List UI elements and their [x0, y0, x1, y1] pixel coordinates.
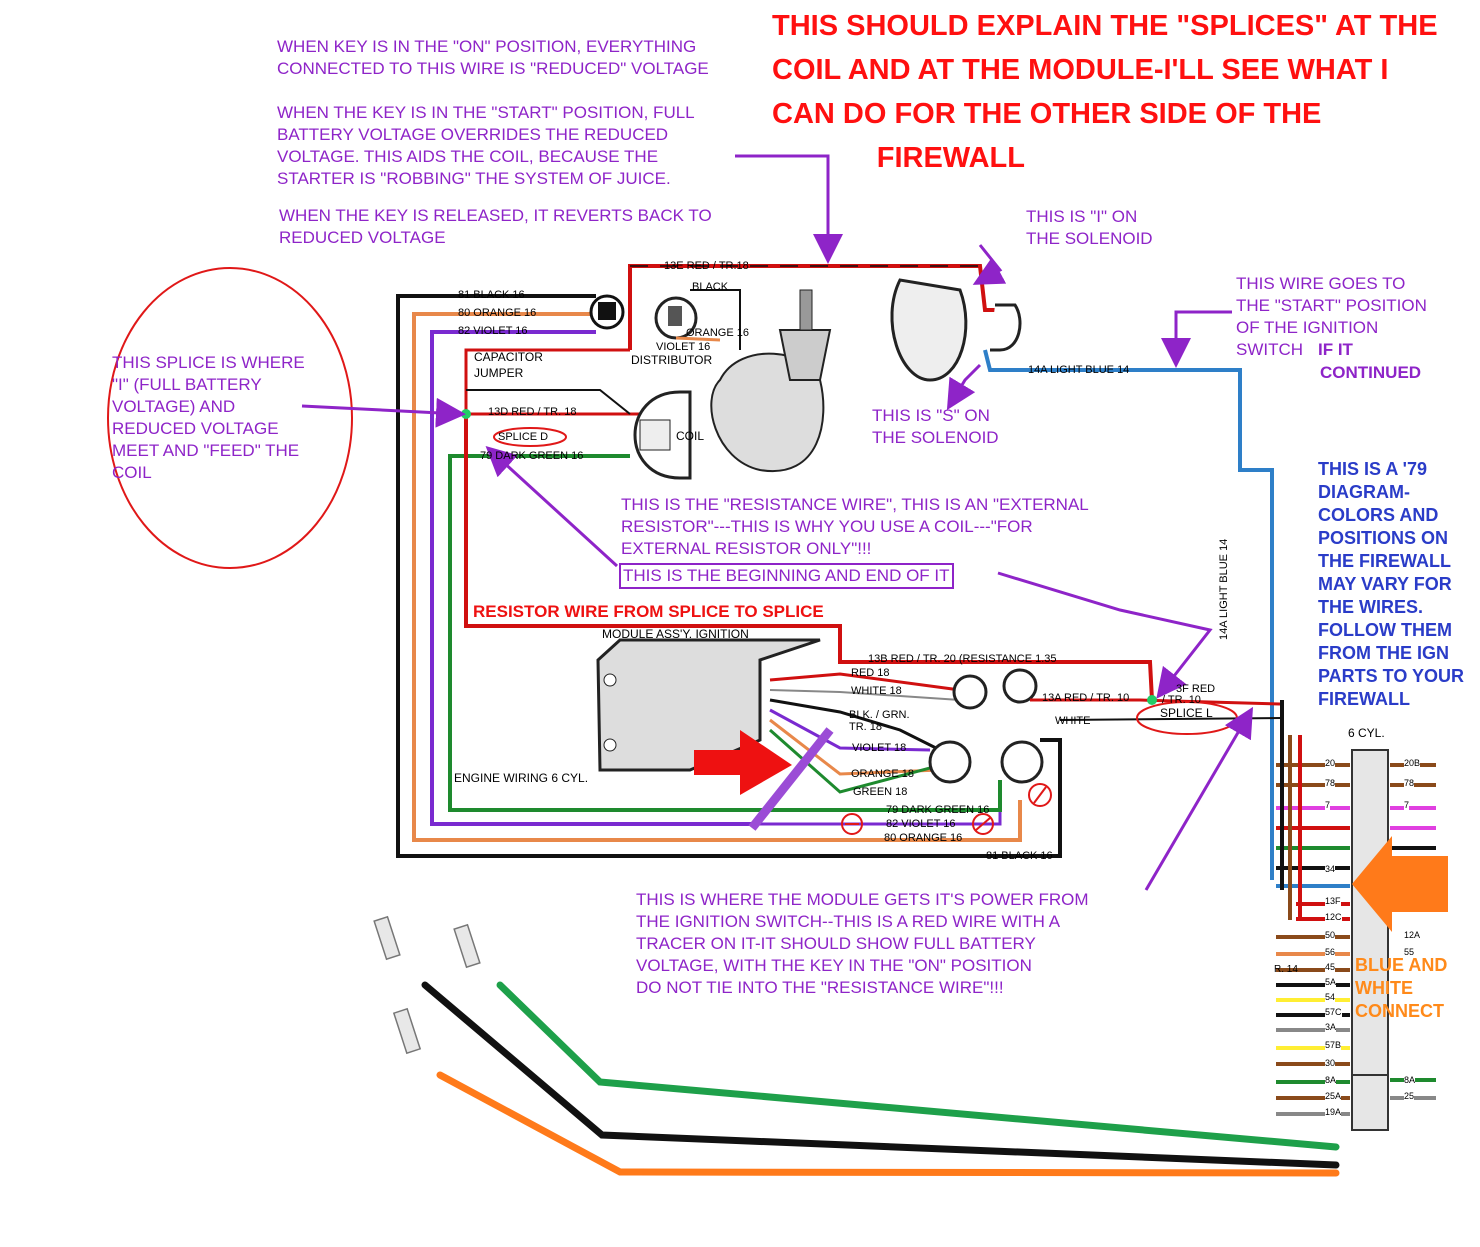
- ignition-module-icon: [596, 638, 821, 772]
- no-tie-icon: [841, 783, 1052, 835]
- firewall-pin-label: 13F: [1325, 896, 1341, 906]
- wire-82-violet: [430, 330, 752, 826]
- firewall-pin-label: 45: [1325, 962, 1336, 972]
- firewall-pin-label-right: 8A: [1404, 1075, 1416, 1085]
- firewall-pin-label: 30: [1325, 1058, 1336, 1068]
- splice-highlight-ellipse: [107, 267, 353, 569]
- label-coil: COIL: [676, 429, 705, 443]
- firewall-pin-label: 57B: [1325, 1040, 1342, 1050]
- firewall-pin-label: 12C: [1325, 912, 1342, 922]
- firewall-pin-label: 78: [1325, 778, 1336, 788]
- wire-14a-blue: [983, 349, 1274, 880]
- distributor-icon: [654, 289, 832, 473]
- note-continued: CONTINUED: [1320, 363, 1422, 382]
- firewall-pin-label-right: 12A: [1404, 930, 1421, 940]
- label-splice-d: SPLICE D: [498, 431, 549, 443]
- label-red18: RED 18: [851, 667, 890, 679]
- label-orange16: ORANGE 16: [686, 327, 749, 339]
- note-splice-meet: THIS SPLICE IS WHERE "I" (FULL BATTERY V…: [112, 353, 305, 482]
- splice-d-marker: [493, 427, 567, 447]
- firewall-pin-label: 34: [1325, 864, 1336, 874]
- label-81-black: 81 BLACK 16: [458, 289, 525, 301]
- wire-80-orange: [412, 312, 1022, 842]
- label-6cyl: 6 CYL.: [1348, 726, 1385, 740]
- firewall-pin-label: 8A: [1325, 1075, 1337, 1085]
- label-13a: 13A RED / TR. 10: [1042, 692, 1130, 704]
- note-s-solenoid: THIS IS "S" ON THE SOLENOID: [872, 406, 999, 447]
- label-82-violet: 82 VIOLET 16: [458, 325, 528, 337]
- firewall-pin-label-right: 20B: [1404, 758, 1421, 768]
- firewall-pin-label: 5A: [1325, 977, 1337, 987]
- firewall-pin-label-right: 55: [1404, 947, 1415, 957]
- label-14a-vertical: 14A LIGHT BLUE 14: [1218, 538, 1230, 640]
- bottom-wires: [421, 981, 1340, 1177]
- note-module-power: THIS IS WHERE THE MODULE GETS IT'S POWER…: [636, 890, 1089, 997]
- note-start-position: WHEN THE KEY IS IN THE "START" POSITION,…: [277, 103, 695, 188]
- label-module: MODULE ASS'Y. IGNITION: [602, 627, 749, 641]
- label-3f: 3F RED: [1176, 683, 1216, 695]
- note-on-position: WHEN KEY IS IN THE "ON" POSITION, EVERYT…: [277, 37, 709, 78]
- firewall-pin-label: 3A: [1325, 1022, 1337, 1032]
- label-white18: WHITE 18: [851, 685, 902, 697]
- firewall-pin-label: 20: [1325, 758, 1336, 768]
- note-start-wire: THIS WIRE GOES TO THE "START" POSITION O…: [1236, 274, 1427, 359]
- firewall-pin-label: 57C: [1325, 1007, 1342, 1017]
- note-resistor-splice: RESISTOR WIRE FROM SPLICE TO SPLICE: [473, 602, 824, 621]
- firewall-pin-label: 19A: [1325, 1107, 1342, 1117]
- note-diagram-79: THIS IS A '79 DIAGRAM- COLORS AND POSITI…: [1318, 459, 1465, 709]
- label-black: BLACK: [692, 281, 729, 293]
- solenoid-icon: [890, 278, 1022, 382]
- label-14a: 14A LIGHT BLUE 14: [1028, 364, 1130, 376]
- label-13e: 13E RED / TR.18: [664, 260, 749, 272]
- label-blk-grn: BLK. / GRN.: [849, 709, 910, 721]
- firewall-pin-label-right: 78: [1404, 778, 1415, 788]
- note-i-solenoid: THIS IS "I" ON THE SOLENOID: [1026, 207, 1153, 248]
- label-13b: 13B RED / TR. 20 (RESISTANCE 1.35: [868, 653, 1057, 665]
- label-jumper: JUMPER: [474, 366, 524, 380]
- firewall-pin-label: 56: [1325, 947, 1336, 957]
- note-resistance-wire: THIS IS THE "RESISTANCE WIRE", THIS IS A…: [621, 495, 1089, 558]
- firewall-pin-label: 54: [1325, 992, 1336, 1002]
- label-violet18: VIOLET 18: [852, 742, 907, 754]
- connector-icon: [589, 294, 625, 330]
- firewall-pin-label-right: 7: [1404, 800, 1410, 810]
- note-blue-white: BLUE AND WHITE CONNECT: [1355, 955, 1448, 1021]
- label-white: WHITE: [1055, 715, 1091, 727]
- label-tr14: R. 14: [1274, 964, 1298, 975]
- label-distributor: DISTRIBUTOR: [631, 353, 713, 367]
- label-splice-l: SPLICE L: [1160, 706, 1213, 720]
- firewall-connector: [1351, 749, 1389, 1131]
- label-orange18: ORANGE 18: [851, 768, 914, 780]
- label-80-orange: 80 ORANGE 16: [458, 307, 537, 319]
- firewall-pin-label: 7: [1325, 800, 1331, 810]
- firewall-pin-label-right: 25: [1404, 1091, 1415, 1101]
- wire-13d-red: [464, 414, 1154, 701]
- coil-icon: [633, 390, 692, 480]
- label-capacitor: CAPACITOR: [474, 350, 543, 364]
- note-if-it: IF IT: [1318, 340, 1353, 359]
- firewall-pin-label: 25A: [1325, 1091, 1342, 1101]
- label-tr18: TR. 18: [849, 721, 883, 733]
- label-80-orange-b: 80 ORANGE 16: [884, 832, 963, 844]
- label-engine-wiring: ENGINE WIRING 6 CYL.: [454, 771, 589, 785]
- note-beginning-end: THIS IS THE BEGINNING AND END OF IT: [619, 563, 954, 589]
- label-green18: GREEN 18: [853, 786, 908, 798]
- note-released: WHEN THE KEY IS RELEASED, IT REVERTS BAC…: [279, 206, 712, 247]
- spade-terminal-icon: [373, 915, 481, 1055]
- wire-81-black: [396, 294, 1062, 858]
- firewall-pin-label: 50: [1325, 930, 1336, 940]
- label-tr10: / TR. 10: [1162, 694, 1201, 706]
- page-title: THIS SHOULD EXPLAIN THE "SPLICES" AT THE…: [772, 10, 1438, 174]
- label-79-green-b: 79 DARK GREEN 16: [886, 804, 990, 816]
- red-arrow-icon: [694, 730, 792, 795]
- label-82-violet-b: 82 VIOLET 16: [886, 818, 956, 830]
- orange-arrow-icon: [1352, 836, 1448, 932]
- label-violet16: VIOLET 16: [656, 341, 711, 353]
- label-81-black-b: 81 BLACK 16: [986, 850, 1053, 862]
- label-79-green: 79 DARK GREEN 16: [480, 450, 584, 462]
- label-13d: 13D RED / TR. 18: [488, 406, 577, 418]
